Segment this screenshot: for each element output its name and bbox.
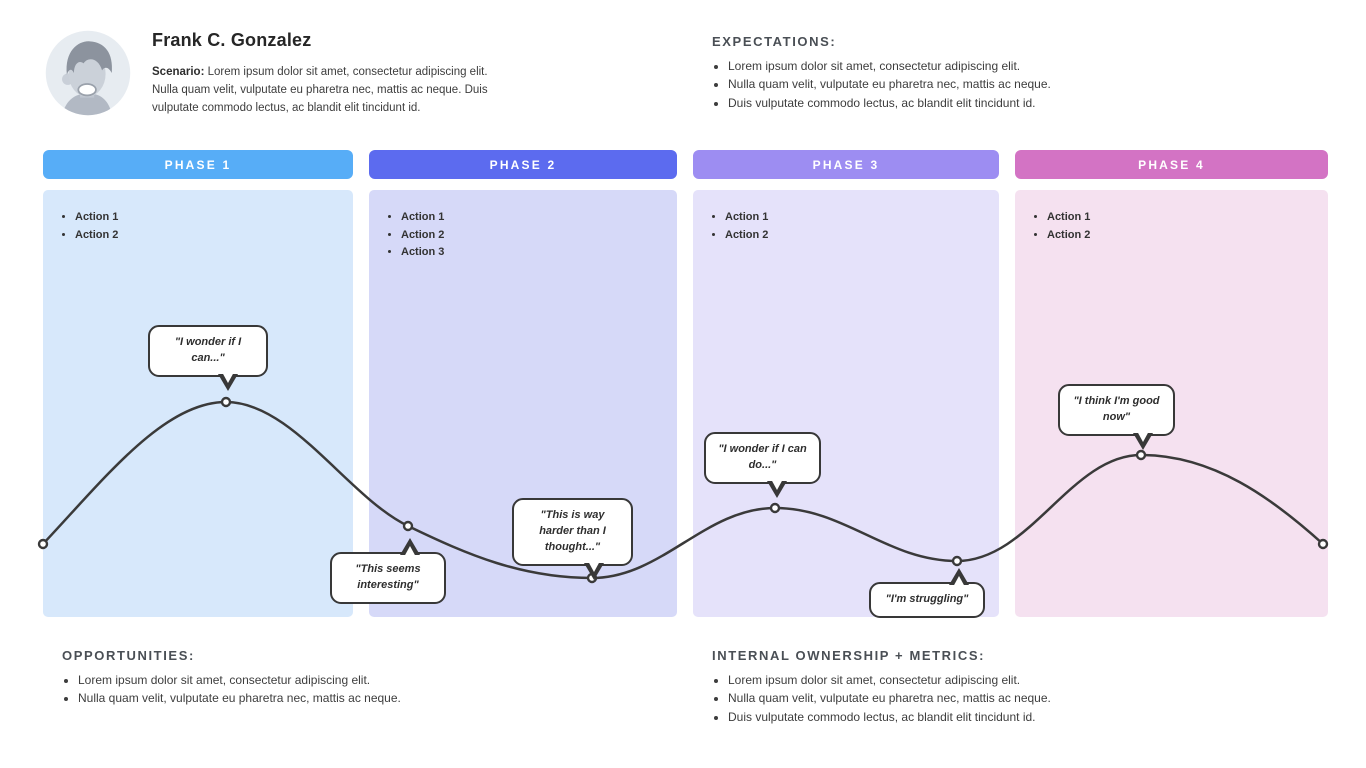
action-item: Action 1 (1047, 209, 1328, 226)
action-item: Action 2 (725, 227, 999, 244)
opportunities-section: OPPORTUNITIES: Lorem ipsum dolor sit ame… (62, 648, 542, 709)
opportunities-item: Nulla quam velit, vulputate eu pharetra … (78, 690, 542, 708)
scenario-label: Scenario: (152, 66, 205, 78)
internal-ownership-item: Duis vulputate commodo lectus, ac blandi… (728, 709, 1192, 727)
phase-4-header: PHASE 4 (1015, 150, 1328, 179)
phase-3-actions: Action 1 Action 2 (725, 209, 999, 243)
phase-3-label: PHASE 3 (812, 157, 880, 172)
internal-ownership-item: Lorem ipsum dolor sit amet, consectetur … (728, 672, 1192, 690)
phase-2-header: PHASE 2 (369, 150, 677, 179)
action-item: Action 2 (1047, 227, 1328, 244)
phase-1-label: PHASE 1 (164, 157, 232, 172)
action-item: Action 1 (401, 209, 677, 226)
opportunities-title: OPPORTUNITIES: (62, 648, 195, 663)
persona-scenario: Scenario: Lorem ipsum dolor sit amet, co… (152, 64, 498, 117)
phase-3-column: Action 1 Action 2 (693, 190, 999, 617)
phase-2-actions: Action 1 Action 2 Action 3 (401, 209, 677, 261)
phase-1-header: PHASE 1 (43, 150, 353, 179)
quote-bubble: "I think I'm good now" (1058, 384, 1175, 450)
quote-bubble: "This seems interesting" (330, 538, 446, 604)
quote-bubble: "This is way harder than I thought..." (512, 498, 633, 580)
opportunities-list: Lorem ipsum dolor sit amet, consectetur … (78, 672, 542, 708)
expectations-list: Lorem ipsum dolor sit amet, consectetur … (728, 58, 1192, 112)
expectations-section: EXPECTATIONS: Lorem ipsum dolor sit amet… (712, 34, 1192, 113)
phase-1-column: Action 1 Action 2 (43, 190, 353, 617)
action-item: Action 2 (75, 227, 353, 244)
phase-3-header: PHASE 3 (693, 150, 999, 179)
phase-2-label: PHASE 2 (489, 157, 557, 172)
internal-ownership-item: Nulla quam velit, vulputate eu pharetra … (728, 690, 1192, 708)
phase-4-label: PHASE 4 (1138, 157, 1205, 172)
opportunities-item: Lorem ipsum dolor sit amet, consectetur … (78, 672, 542, 690)
expectations-item: Nulla quam velit, vulputate eu pharetra … (728, 76, 1192, 94)
internal-ownership-title: INTERNAL OWNERSHIP + METRICS: (712, 648, 986, 663)
action-item: Action 1 (75, 209, 353, 226)
scenario-text: Lorem ipsum dolor sit amet, consectetur … (152, 66, 488, 114)
expectations-item: Lorem ipsum dolor sit amet, consectetur … (728, 58, 1192, 76)
persona-avatar (44, 29, 132, 117)
action-item: Action 2 (401, 227, 677, 244)
internal-ownership-list: Lorem ipsum dolor sit amet, consectetur … (728, 672, 1192, 726)
expectations-item: Duis vulputate commodo lectus, ac blandi… (728, 95, 1192, 113)
phase-1-actions: Action 1 Action 2 (75, 209, 353, 243)
action-item: Action 3 (401, 244, 677, 261)
quote-bubble: "I'm struggling" (869, 568, 985, 618)
quote-bubble: "I wonder if I can do..." (704, 432, 821, 498)
persona-name: Frank C. Gonzalez (152, 30, 312, 50)
quote-bubble: "I wonder if I can..." (148, 325, 268, 391)
internal-ownership-section: INTERNAL OWNERSHIP + METRICS: Lorem ipsu… (712, 648, 1192, 727)
expectations-title: EXPECTATIONS: (712, 34, 837, 49)
phase-4-actions: Action 1 Action 2 (1047, 209, 1328, 243)
person-avatar-icon (45, 30, 131, 116)
action-item: Action 1 (725, 209, 999, 226)
